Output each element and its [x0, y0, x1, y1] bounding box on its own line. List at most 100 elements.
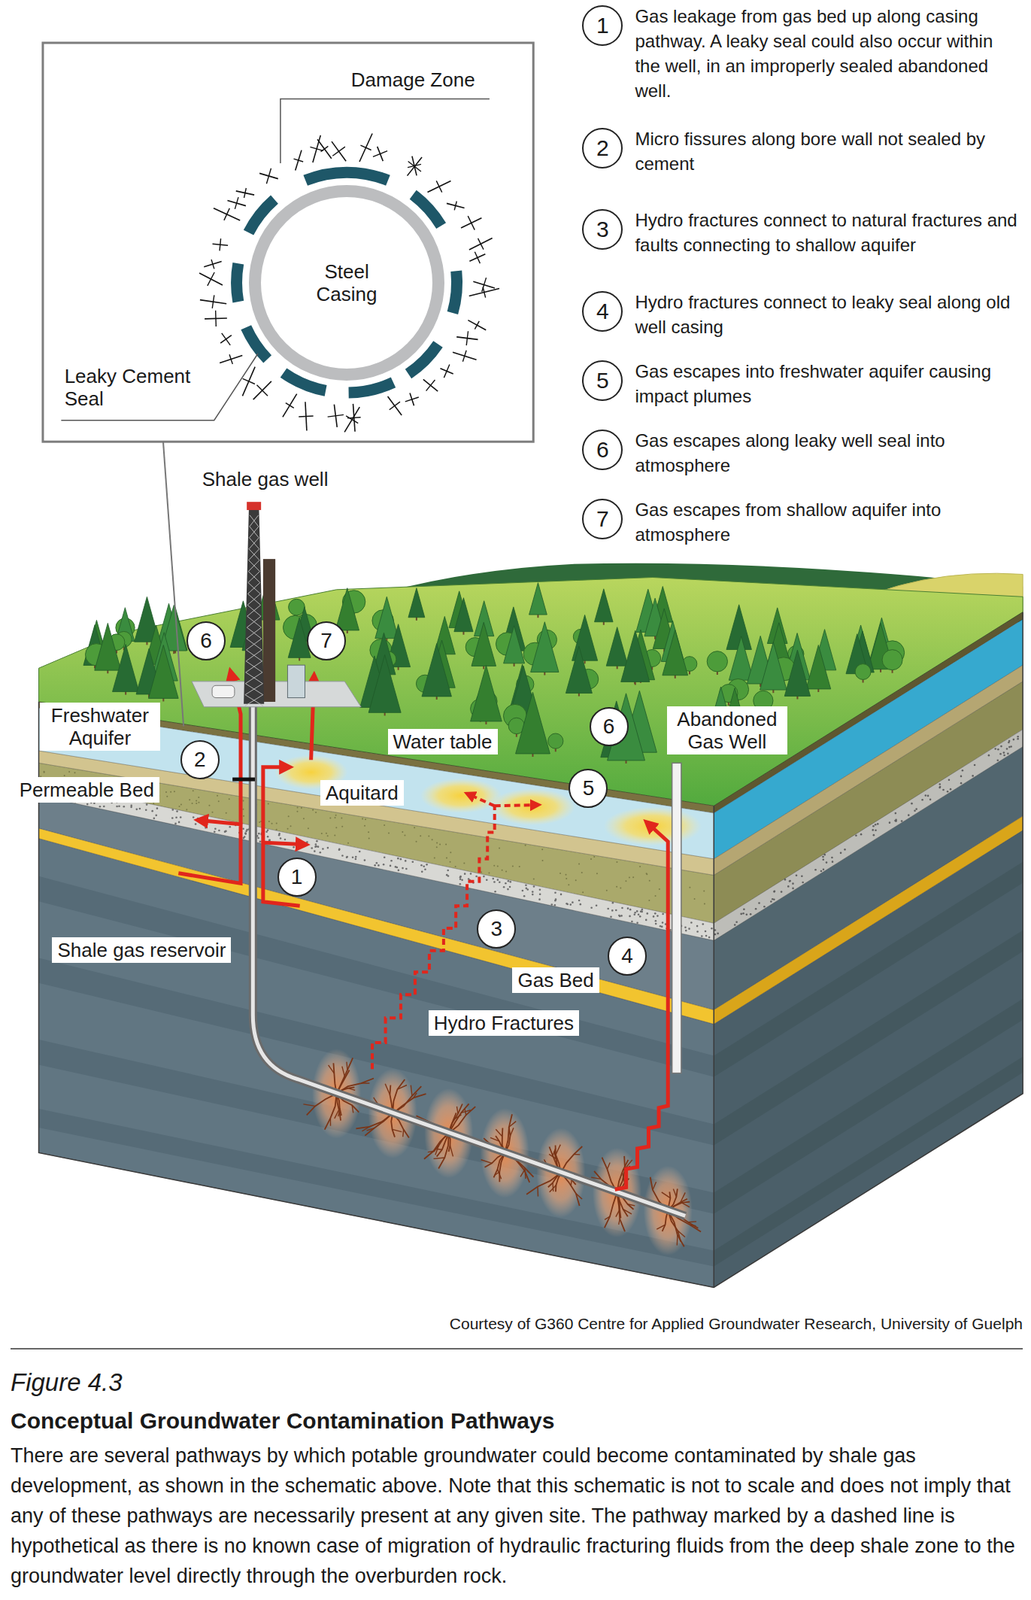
gravel-dot: [913, 809, 916, 812]
gravel-dot: [338, 848, 341, 851]
conifer: [503, 625, 525, 664]
gravel-dot: [735, 921, 738, 924]
aquitard-dot: [242, 815, 245, 817]
gravel-dot: [873, 833, 876, 837]
gravel-dot: [458, 882, 461, 886]
aquitard-dot: [43, 770, 46, 773]
gravel-dot: [973, 764, 977, 767]
layer-boundary: [39, 612, 1024, 807]
fracture-line: [604, 1191, 618, 1228]
gravel-dot: [825, 861, 828, 864]
gravel-dot: [627, 906, 630, 910]
callout-number: 6: [186, 621, 226, 661]
fracture-line: [448, 1106, 477, 1133]
gravel-dot: [915, 807, 918, 810]
conifer: [621, 630, 650, 682]
gas-plume: [420, 778, 502, 813]
aquitard-dot: [347, 842, 349, 844]
gravel-dot: [971, 774, 974, 777]
leak-arrow: [615, 821, 669, 1189]
gravel-dot: [268, 839, 271, 842]
gravel-dot: [629, 908, 632, 911]
aquitard-dot: [68, 770, 70, 773]
gravel-dot: [637, 912, 640, 916]
crack: [372, 151, 388, 158]
conifer: [594, 588, 613, 622]
conifer: [368, 654, 401, 713]
fracture-line: [497, 1168, 502, 1179]
gravel-dot: [531, 890, 534, 893]
conifer: [529, 582, 548, 615]
fracture-line: [573, 1153, 580, 1156]
fracture-line: [366, 1128, 375, 1131]
gravel-dot: [633, 912, 636, 916]
key-text: Gas escapes into freshwater aquifer caus…: [634, 358, 1019, 409]
callout-text: 4: [621, 945, 634, 967]
crack: [426, 379, 436, 392]
leak-pathways: [178, 670, 668, 1189]
crack: [427, 180, 452, 192]
derrick-lattice: [246, 638, 262, 650]
aquitard-dot: [658, 888, 661, 890]
gravel-dot: [788, 879, 792, 883]
gravel-dot: [742, 912, 745, 915]
gravel-dot: [507, 879, 510, 883]
gravel-dot: [929, 798, 932, 801]
cement-segment: [348, 377, 396, 399]
gravel-dot: [394, 865, 398, 868]
gravel-dot: [420, 864, 423, 867]
gravel-dot: [907, 813, 910, 816]
gravel-dot: [578, 899, 581, 902]
key-item: 5Gas escapes into freshwater aquifer cau…: [582, 360, 1019, 409]
gravel-dot: [569, 903, 572, 906]
fracture-line: [618, 1219, 621, 1225]
label-text: Hydro Fractures: [433, 1011, 574, 1035]
gravel-dot: [1000, 745, 1003, 748]
gravel-dot: [93, 801, 96, 804]
aquitard-dot: [694, 897, 696, 900]
aquitard-dot: [449, 851, 452, 853]
callout-text: 7: [320, 630, 333, 652]
aquitard-dot: [512, 865, 514, 868]
crack: [221, 333, 231, 346]
derrick-lattice: [248, 537, 259, 549]
derrick-lattice: [246, 627, 261, 639]
figure-number: Figure 4.3: [10, 1367, 123, 1398]
gravel-dot: [154, 814, 158, 817]
callout-number: 4: [607, 936, 647, 976]
aquitard-dot: [419, 834, 422, 837]
derrick-lattice: [248, 582, 261, 594]
derrick-lattice: [247, 615, 262, 628]
gravel-dot: [938, 786, 941, 789]
gravel-dot: [524, 883, 528, 886]
gravel-dot: [404, 859, 407, 862]
gravel-dot: [710, 927, 713, 930]
gravel-dot: [942, 788, 945, 792]
crack: [309, 146, 323, 151]
aquitard-dot: [445, 857, 448, 859]
fracture-line: [385, 1083, 390, 1095]
derrick-lattice: [246, 627, 261, 639]
gravel-dot: [446, 869, 449, 872]
aquitard-dot: [565, 873, 568, 876]
aquitard-dot: [335, 826, 337, 828]
crack: [213, 208, 240, 221]
key-item: 6Gas escapes along leaky well seal into …: [582, 429, 1019, 478]
aquitard-dot: [648, 899, 650, 901]
aquitard-dot: [242, 808, 244, 810]
aquitard-dot: [325, 832, 328, 834]
gravel-dot: [645, 912, 649, 915]
aquitard-dot: [275, 828, 278, 831]
conifer: [726, 604, 752, 650]
aquitard-dot: [258, 821, 261, 823]
gravel-dot: [949, 788, 953, 791]
crack: [282, 394, 298, 418]
key-item: 7Gas escapes from shallow aquifer into a…: [582, 498, 1019, 547]
fracture-line: [456, 1106, 458, 1114]
gravel-dot: [103, 805, 106, 808]
callout-number: 4: [582, 291, 623, 332]
aquitard-dot: [169, 791, 172, 793]
derrick-lattice: [248, 582, 261, 594]
gravel-dot: [151, 809, 154, 813]
gravel-dot: [118, 804, 121, 807]
